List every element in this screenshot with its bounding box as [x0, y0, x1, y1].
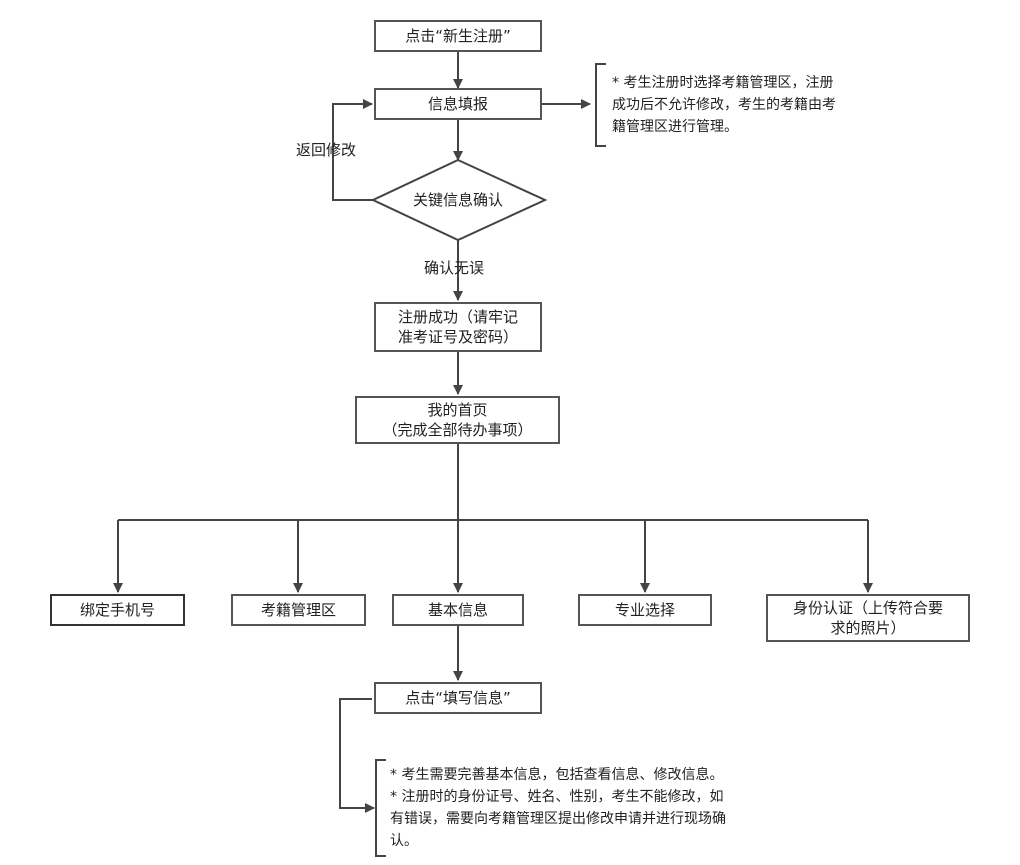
node-major-select-label: 专业选择	[614, 601, 675, 619]
node-id-auth-label: 身份认证（上传符合要 求的照片）	[792, 599, 943, 637]
edge-back-modify	[332, 99, 373, 201]
node-info-fill: 信息填报	[374, 88, 542, 120]
registry-note-bracket	[595, 63, 606, 147]
edge-label-confirm-ok: 确认无误	[424, 259, 485, 277]
edge-label-back-modify: 返回修改	[296, 141, 357, 159]
node-basic-info: 基本信息	[392, 594, 524, 626]
registry-area-note: * 考生注册时选择考籍管理区，注册 成功后不允许修改，考生的考籍由考 籍管理区进…	[612, 75, 836, 135]
node-my-home: 我的首页 （完成全部待办事项）	[355, 396, 560, 444]
node-registry-area-label: 考籍管理区	[260, 601, 336, 619]
node-click-fill-info-label: 点击“填写信息”	[405, 689, 511, 707]
node-id-auth: 身份认证（上传符合要 求的照片）	[766, 594, 970, 642]
node-click-register-label: 点击“新生注册”	[405, 27, 511, 45]
node-basic-info-label: 基本信息	[427, 601, 488, 619]
node-bind-phone: 绑定手机号	[50, 594, 185, 626]
node-bind-phone-label: 绑定手机号	[79, 601, 155, 619]
node-my-home-label: 我的首页 （完成全部待办事项）	[382, 401, 533, 439]
node-register-success: 注册成功（请牢记 准考证号及密码）	[374, 302, 542, 352]
node-major-select: 专业选择	[578, 594, 712, 626]
edge-fill-info-to-note	[339, 698, 375, 813]
node-registry-area: 考籍管理区	[231, 594, 366, 626]
node-click-register: 点击“新生注册”	[374, 20, 542, 52]
node-info-fill-label: 信息填报	[427, 95, 488, 113]
decision-diamond	[370, 158, 548, 242]
node-click-fill-info: 点击“填写信息”	[374, 682, 542, 714]
node-register-success-label: 注册成功（请牢记 准考证号及密码）	[397, 308, 518, 346]
basic-info-note: * 考生需要完善基本信息，包括查看信息、修改信息。 * 注册时的身份证号、姓名、…	[390, 767, 726, 849]
node-key-confirm-label: 关键信息确认	[412, 191, 503, 209]
basic-info-note-bracket	[375, 759, 386, 857]
